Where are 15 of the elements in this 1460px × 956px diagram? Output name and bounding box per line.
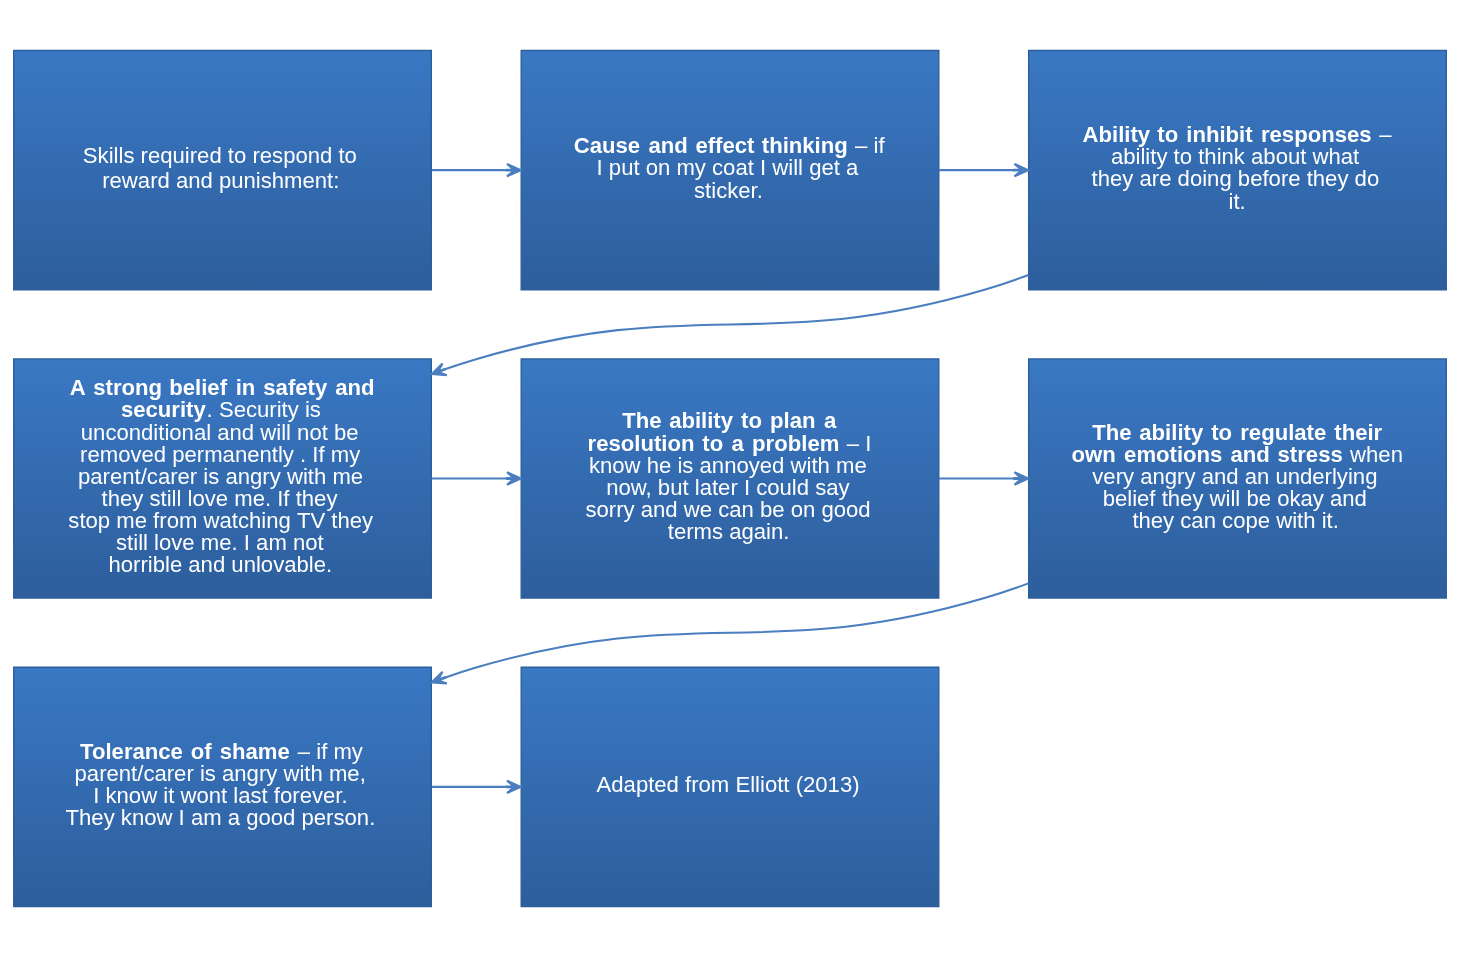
node-box: The ability to plan a resolution to a problem – I know he is annoyed with me now, but later I could say sorry and we can be on good terms again.	[520, 357, 940, 599]
arrow	[431, 162, 522, 177]
node-box: Cause and effect thinking – if I put on my coat I will get a sticker.	[520, 49, 940, 290]
node-box: Adapted from Elliott (2013)	[520, 666, 940, 907]
node-box: Skills required to respond to reward and punishment:	[13, 49, 432, 290]
arrow	[431, 779, 522, 794]
arrow	[939, 470, 1030, 486]
node-box: Tolerance of shame – if my parent/carer is angry with me, I know it wont last forever. They know I am a good person.	[13, 666, 432, 907]
arrow	[939, 162, 1030, 177]
node-box: A strong belief in safety and security. Security is unconditional and will not be removed permanently . If my parent/carer is angry with me they still love me. If they stop me from watching TV they still love me. I am not horrible and unlovable.	[13, 357, 432, 599]
arrow	[430, 273, 1029, 376]
arrow	[430, 581, 1029, 685]
node-box: The ability to regulate their own emotions and stress when very angry and an underlying belief they will be okay and they can cope with it.	[1028, 357, 1447, 599]
arrow	[431, 470, 522, 486]
node-box: Ability to inhibit responses – ability to think about what they are doing before they do it.	[1028, 49, 1447, 290]
